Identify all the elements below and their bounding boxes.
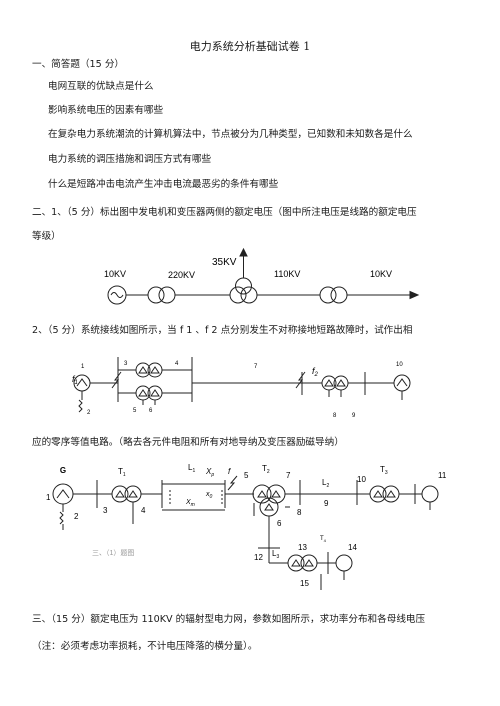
q2-2-line1: 2、（5 分）系统接线如图所示，当 f 1 、f 2 点分别发生不对称接地短路故… [32,325,413,336]
fig2-node-1: 1 [81,364,85,370]
fig1-10kv-left-label: 10KV [104,269,126,279]
fig3-node-15: 15 [300,579,309,588]
fig1-10kv-right-label: 10KV [370,269,392,279]
fig3-node-11: 11 [438,471,447,480]
fig3-L2-label: L2 [322,478,329,489]
fig3-L3-label: L3 [272,549,279,560]
fig1-35kv-label: 35KV [212,257,237,268]
fig3-T4-label: T4 [320,536,327,543]
fig3-node-5: 5 [244,471,249,480]
question-4: 电力系统的调压措施和调压方式有哪些 [48,154,212,165]
fig3-T1-label: T1 [118,467,126,478]
fig3-node-2: 2 [74,512,79,521]
fig2-node-10: 10 [396,362,403,368]
fig2-node-9: 9 [352,413,356,419]
fig2-node-7: 7 [254,364,258,370]
section1-heading: 一、简答题（15 分） [32,59,125,70]
fig2-node-6: 6 [149,408,153,414]
section2-line2: 等级） [32,231,61,242]
fig3-node-12: 12 [254,553,263,562]
fig3-node-13: 13 [298,543,307,552]
fig2-node-8: 8 [333,413,337,419]
question-2: 影响系统电压的因素有哪些 [48,105,164,116]
fig2-f1-label: f1 [72,374,78,386]
fig2-node-4: 4 [175,361,179,367]
fig3-node-6: 6 [277,519,282,528]
q2-2-line2: 应的零序等值电路。（略去各元件电阻和所有对地导纳及变压器励磁导纳） [32,437,344,448]
fig3-G-label: G [60,466,66,475]
fig2-node-3: 3 [124,361,128,367]
fig3-node-14: 14 [348,543,357,552]
question-5: 什么是短路冲击电流产生冲击电流最恶劣的条件有哪些 [48,179,279,190]
fig3-node-10: 10 [357,475,366,484]
fig2-node-5: 5 [133,408,137,414]
fig2-node-2: 2 [87,410,91,416]
question-3: 在复杂电力系统潮流的计算机算法中，节点被分为几种类型，已知数和未知数各是什么 [48,129,413,140]
fig3-Xm-label: Xm [185,499,195,508]
fig3-T3-label: T3 [380,465,388,476]
fig3-node-1: 1 [46,493,51,502]
fig3-caption: 三、（1）题图 [92,549,134,557]
fig3-node-3: 3 [103,506,108,515]
question-1: 电网互联的优缺点是什么 [48,81,154,92]
fig3-T2-label: T2 [262,464,270,475]
exam-title: 电力系统分析基础试卷 1 [189,40,311,53]
fig3-f-label: f [228,467,231,476]
section2-line1: 二、1、（5 分）标出图中发电机和变压器两侧的额定电压（图中所注电压是线路的额定… [32,207,417,218]
fig2-f2-label: f2 [312,366,319,378]
fig3-node-7: 7 [286,471,291,480]
section3-line2: （注：必须考虑功率损耗，不计电压降落的横分量）。 [32,641,258,652]
fig3-node-9: 9 [324,499,329,508]
fig3-L1-label: L1 [188,463,195,474]
section3-line1: 三、（15 分）额定电压为 110KV 的辐射型电力网，参数如图所示，求功率分布… [32,614,426,625]
fig3-Xp-label: Xp [205,467,214,478]
fig3-x0-label: x0 [205,491,213,500]
fig3-node-8: 8 [297,508,302,517]
fig1-110kv-label: 110KV [274,269,300,279]
fig1-220kv-label: 220KV [168,270,195,280]
fig3-node-4: 4 [141,506,146,515]
